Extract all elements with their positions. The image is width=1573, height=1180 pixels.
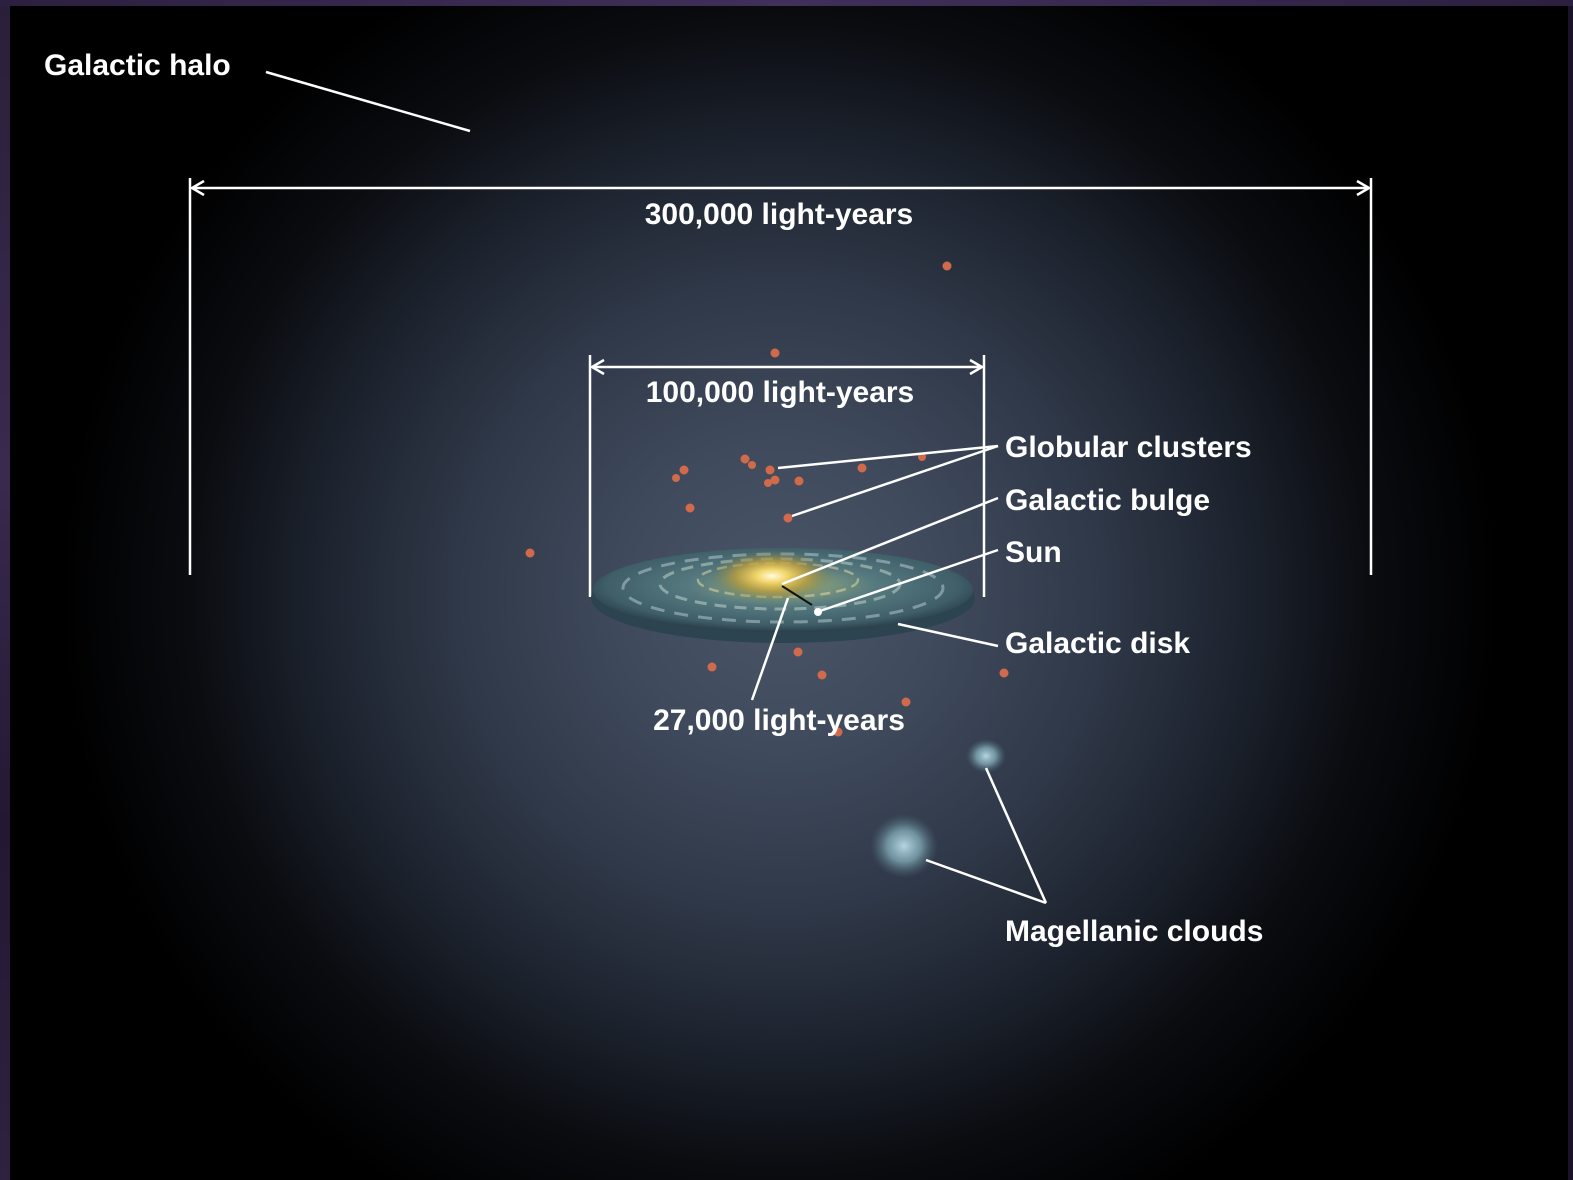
globular-cluster [793,647,803,657]
globular-clusters-label: Globular clusters [1005,431,1252,464]
sun-label: Sun [1005,536,1062,569]
small-magellanic-cloud [966,739,1006,773]
globular-cluster [740,454,750,464]
magellanic-leader-large [925,858,1047,905]
globular-leader-1 [777,444,999,470]
disk-width-bracket [588,355,986,597]
globular-cluster [679,465,689,475]
magellanic-leader-small [984,767,1048,904]
globular-clusters [525,261,1009,737]
bulge-leader [781,496,999,586]
globular-cluster [672,474,680,482]
globular-cluster [901,697,911,707]
sun-leader [819,548,999,613]
globular-cluster [794,476,804,486]
galactic-bulge-label: Galactic bulge [1005,484,1210,517]
halo-leader-line [265,70,471,133]
globular-cluster [685,503,695,513]
globular-cluster [833,727,843,737]
globular-leader-2 [791,444,999,518]
halo-width-bracket [188,178,1373,575]
globular-cluster [857,463,867,473]
globular-cluster [764,479,772,487]
disk-width-label: 100,000 light-years [646,376,915,409]
globular-cluster [765,465,775,475]
globular-cluster [783,513,793,523]
galactic-halo-label: Galactic halo [44,49,231,82]
galactic-bulge [710,550,834,602]
galactic-disk-label: Galactic disk [1005,627,1190,660]
globular-cluster [748,461,756,469]
globular-cluster [770,348,780,358]
halo-width-label: 300,000 light-years [645,198,914,231]
frame-edge-left [0,0,10,1180]
sun-distance-leader [750,597,790,701]
magellanic-clouds-label: Magellanic clouds [1005,915,1263,948]
globular-cluster [817,670,827,680]
globular-cluster [770,475,780,485]
globular-cluster [707,662,717,672]
frame-edge-top [0,0,1573,6]
disk-leader [897,622,999,648]
globular-cluster [525,548,535,558]
sun-distance-label: 27,000 light-years [653,704,905,737]
sun-distance-arrow [781,585,813,606]
globular-cluster [942,261,952,271]
globular-cluster [999,668,1009,678]
large-magellanic-cloud [870,814,938,878]
